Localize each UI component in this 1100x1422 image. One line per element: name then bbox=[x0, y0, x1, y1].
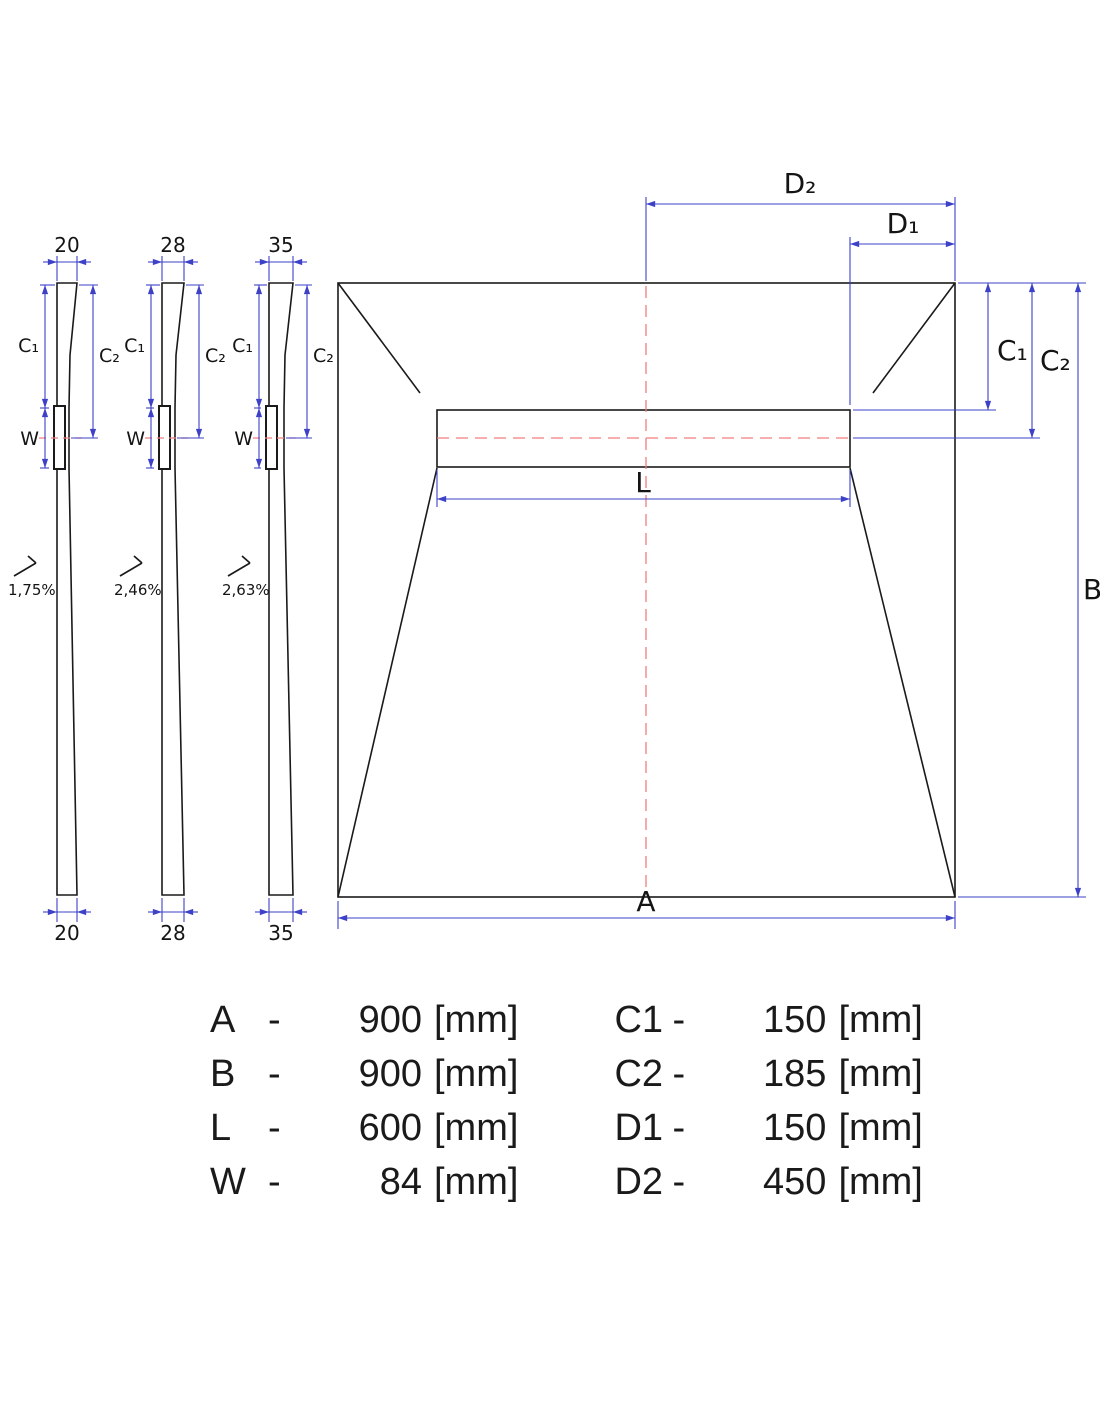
fold-line-top-right bbox=[872, 282, 956, 394]
param-separator: - bbox=[672, 999, 686, 1041]
plan-dimensions: D₂ D₁ C₁ C₂ B A L bbox=[337, 167, 1100, 929]
table-row-l: L - 600 [mm] bbox=[210, 1107, 518, 1161]
thickness-bottom-label: 28 bbox=[160, 921, 185, 945]
param-unit: [mm] bbox=[434, 1161, 519, 1203]
slope-icon bbox=[227, 555, 251, 577]
param-separator: - bbox=[268, 1053, 281, 1095]
c1-label: C₁ bbox=[232, 335, 253, 357]
param-name: C1 bbox=[614, 999, 664, 1041]
param-name: L bbox=[210, 1107, 232, 1149]
table-row-b: B - 900 [mm] bbox=[210, 1053, 518, 1107]
param-separator: - bbox=[672, 1053, 686, 1095]
param-value: 450 bbox=[763, 1161, 827, 1203]
section-slab bbox=[56, 282, 78, 896]
section-view-3: 35 35 C₁ W C₂ 2,63% bbox=[222, 233, 334, 945]
param-value: 185 bbox=[763, 1053, 827, 1095]
param-separator: - bbox=[672, 1161, 686, 1203]
fold-line-bottom-left bbox=[337, 467, 438, 898]
section-view-1: 20 20 C₁ W C₂ 1,75% bbox=[8, 233, 120, 945]
param-value: 900 bbox=[358, 1053, 422, 1095]
w-label: W bbox=[126, 428, 145, 450]
slope-label: 1,75% bbox=[8, 581, 56, 599]
d2-label: D₂ bbox=[784, 167, 817, 200]
param-name: C2 bbox=[614, 1053, 664, 1095]
c1-label: C₁ bbox=[997, 334, 1028, 367]
plan-view bbox=[337, 282, 956, 898]
c1-label: C₁ bbox=[18, 335, 39, 357]
table-row-c2: C2 - 185 [mm] bbox=[614, 1053, 922, 1107]
d1-label: D₁ bbox=[887, 207, 920, 240]
dimension-table: A - 900 [mm] B - 900 [mm] L - 600 [mm] W… bbox=[0, 999, 1100, 1215]
param-name: B bbox=[210, 1053, 236, 1095]
param-name: D1 bbox=[614, 1107, 664, 1149]
dimension-table-right-column: C1 - 150 [mm] C2 - 185 [mm] D1 - 150 [mm… bbox=[614, 999, 922, 1215]
slope-icon bbox=[119, 555, 143, 577]
param-value: 150 bbox=[763, 999, 827, 1041]
c2-label: C₂ bbox=[99, 345, 120, 367]
slope-label: 2,63% bbox=[222, 581, 270, 599]
w-label: W bbox=[234, 428, 253, 450]
section-slab bbox=[268, 282, 294, 896]
table-row-d1: D1 - 150 [mm] bbox=[614, 1107, 922, 1161]
slope-label: 2,46% bbox=[114, 581, 162, 599]
param-unit: [mm] bbox=[838, 999, 923, 1041]
b-label: B bbox=[1083, 573, 1100, 606]
param-separator: - bbox=[268, 999, 281, 1041]
c2-label: C₂ bbox=[205, 345, 226, 367]
table-row-d2: D2 - 450 [mm] bbox=[614, 1161, 922, 1215]
c2-label: C₂ bbox=[313, 345, 334, 367]
table-row-w: W - 84 [mm] bbox=[210, 1161, 518, 1215]
param-separator: - bbox=[268, 1107, 281, 1149]
param-unit: [mm] bbox=[838, 1053, 923, 1095]
param-name: D2 bbox=[614, 1161, 664, 1203]
thickness-top-label: 28 bbox=[160, 233, 185, 257]
fold-line-top-left bbox=[337, 282, 421, 394]
w-label: W bbox=[20, 428, 39, 450]
section-view-2: 28 28 C₁ W C₂ 2,46% bbox=[114, 233, 226, 945]
section-slab bbox=[161, 282, 185, 896]
c1-label: C₁ bbox=[124, 335, 145, 357]
table-row-c1: C1 - 150 [mm] bbox=[614, 999, 922, 1053]
param-unit: [mm] bbox=[838, 1161, 923, 1203]
tray-outline bbox=[337, 282, 956, 898]
param-value: 150 bbox=[763, 1107, 827, 1149]
dimension-table-left-column: A - 900 [mm] B - 900 [mm] L - 600 [mm] W… bbox=[210, 999, 518, 1215]
thickness-top-label: 20 bbox=[54, 233, 79, 257]
param-unit: [mm] bbox=[838, 1107, 923, 1149]
c2-label: C₂ bbox=[1040, 344, 1071, 377]
param-name: W bbox=[210, 1161, 246, 1203]
param-unit: [mm] bbox=[434, 999, 519, 1041]
param-value: 600 bbox=[358, 1107, 422, 1149]
l-label: L bbox=[635, 466, 651, 499]
thickness-top-label: 35 bbox=[268, 233, 293, 257]
slope-icon bbox=[13, 555, 37, 577]
param-separator: - bbox=[268, 1161, 281, 1203]
fold-line-bottom-right bbox=[849, 467, 956, 898]
thickness-bottom-label: 20 bbox=[54, 921, 79, 945]
param-name: A bbox=[210, 999, 236, 1041]
param-unit: [mm] bbox=[434, 1107, 519, 1149]
thickness-bottom-label: 35 bbox=[268, 921, 293, 945]
a-label: A bbox=[636, 885, 655, 918]
param-separator: - bbox=[672, 1107, 686, 1149]
param-unit: [mm] bbox=[434, 1053, 519, 1095]
table-row-a: A - 900 [mm] bbox=[210, 999, 518, 1053]
param-value: 84 bbox=[379, 1161, 422, 1203]
technical-drawing: 20 20 C₁ W C₂ 1,75% 28 bbox=[8, 167, 1100, 945]
param-value: 900 bbox=[358, 999, 422, 1041]
